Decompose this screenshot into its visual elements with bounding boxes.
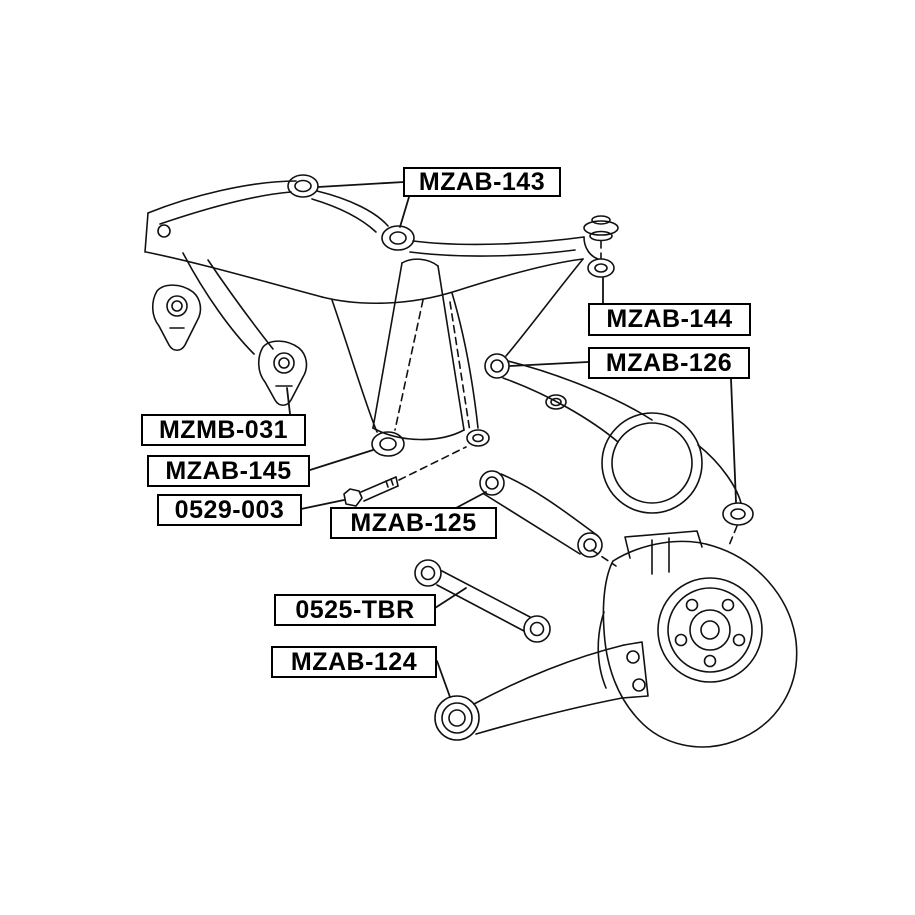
lower-control-arm [484, 353, 754, 526]
bushing-145 [371, 431, 405, 457]
leader-0525-tbr [434, 587, 467, 609]
subframe-drawing [144, 174, 619, 441]
leader-lines [286, 181, 737, 698]
trailing-arm [434, 641, 649, 741]
leader-mzmb-031 [286, 387, 291, 415]
mount-bracket-left [151, 284, 202, 352]
bolt-0529 [343, 476, 399, 507]
part-label-mzab-144: MZAB-144 [588, 303, 751, 336]
part-label-mzab-126: MZAB-126 [588, 347, 750, 379]
leader-mzab-125 [455, 491, 487, 509]
part-label-mzab-125: MZAB-125 [330, 507, 497, 539]
part-label-mzab-124: MZAB-124 [271, 646, 437, 678]
knuckle-hub [597, 530, 798, 748]
toe-rod [414, 559, 551, 643]
mount-bracket-mid [257, 340, 308, 407]
subframe-hole [466, 429, 490, 447]
leader-mzab-124 [436, 660, 451, 698]
leader-mzab-143-b [399, 196, 410, 228]
leader-mzab-145 [309, 449, 374, 471]
leader-mzab-126-b [730, 378, 737, 503]
leader-mzab-143-a [317, 181, 405, 188]
part-label-0525-tbr: 0525-TBR [274, 594, 436, 626]
part-label-mzmb-031: MZMB-031 [141, 414, 306, 446]
part-label-0529-003: 0529-003 [157, 494, 302, 526]
part-label-mzab-145: MZAB-145 [147, 455, 310, 487]
part-label-mzab-143: MZAB-143 [403, 167, 561, 197]
upper-arm [479, 470, 603, 558]
leader-0529-003 [300, 499, 345, 510]
leader-mzab-126-a [509, 361, 589, 367]
